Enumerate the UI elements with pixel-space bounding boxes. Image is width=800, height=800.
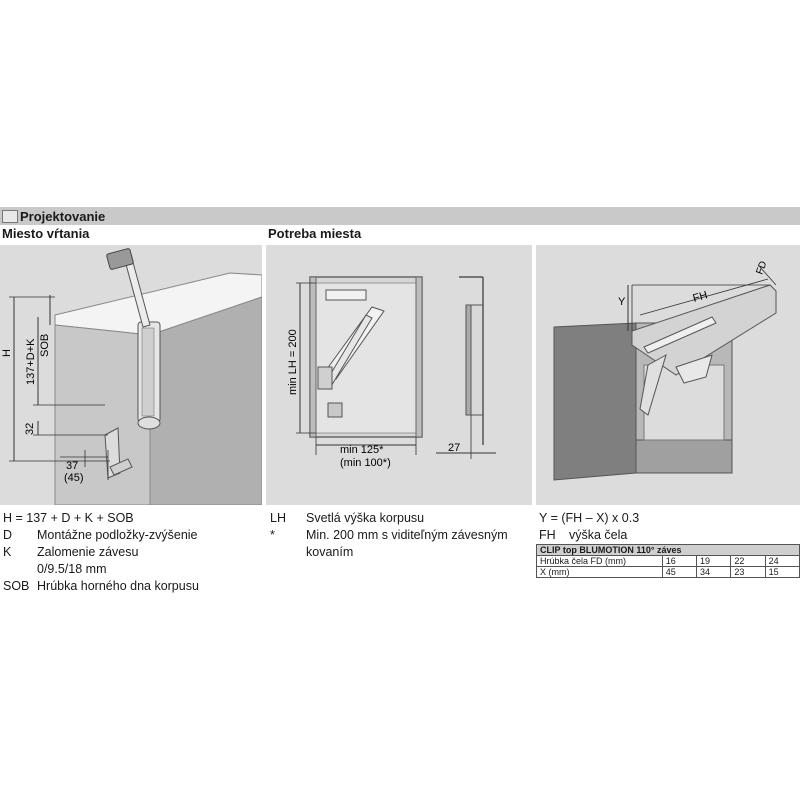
section-title-bar: Projektovanie [0,207,800,225]
formula-y: Y = (FH – X) x 0.3 [539,511,640,525]
legend-text: Min. 200 mm s viditeľným závesným [306,528,508,542]
legend-text: Svetlá výška korpusu [306,511,425,525]
legend-text: Montážne podložky-zvýšenie [37,528,198,542]
fh-text: výška čela [569,528,628,542]
legend-key: LH [270,511,286,525]
legend-item: D Montážne podložky-zvýšenie [3,527,263,544]
legend-item: K Zalomenie závesu [3,544,263,561]
table-cell: 23 [730,566,766,578]
legend-item: kovaním [270,544,530,561]
legend-item: LH Svetlá výška korpusu [270,510,530,527]
legend-item: * Min. 200 mm s viditeľným závesným [270,527,530,544]
legend-key: K [3,545,12,559]
legend-text: 0/9.5/18 mm [37,562,107,576]
table-cell: 22 [730,555,766,567]
fh-key: FH [539,528,556,542]
dim-min-lh-label: min LH = 200 [287,329,299,395]
dim-min125-label: min 125* [340,444,384,456]
left-panel-title: Miesto vŕtania [2,226,90,241]
dim-y-label: Y [618,296,626,308]
table-cell: 24 [764,555,800,567]
dim-min100-label: (min 100*) [340,457,391,469]
drilling-diagram: H 137+D+K SOB 32 37 (45) [1,248,262,505]
dim-fh-label: FH [692,289,709,305]
spec-table-title: CLIP top BLUMOTION 110° záves [536,544,800,556]
legend-middle: LH Svetlá výška korpusu * Min. 200 mm s vid… [270,510,530,561]
middle-panel-title: Potreba miesta [268,226,362,241]
table-cell: 19 [696,555,732,567]
dim-sob-label: SOB [39,334,51,357]
table-cell: 15 [764,566,800,578]
dim-fd-label: FD [754,260,769,276]
right-diagram-panel: Y FH FD [536,245,800,505]
legend-item: 0/9.5/18 mm [3,561,263,578]
legend-text: kovaním [306,545,354,559]
legend-key: SOB [3,579,30,593]
dim-h-label: H [1,349,13,357]
formula-h: H = 137 + D + K + SOB [3,511,134,525]
legend-left: H = 137 + D + K + SOB D Montážne podložky… [3,510,263,595]
legend-key: D [3,528,13,542]
legend-key: * [270,528,275,542]
dim-137dk-label: 137+D+K [25,338,37,385]
legend-item: SOB Hrúbka horného dna korpusu [3,578,263,595]
spec-table-container: CLIP top BLUMOTION 110° záves Hrúbka čel… [536,544,800,578]
document-icon [2,210,18,223]
legend-right: Y = (FH – X) x 0.3 FH výška čela [539,510,799,544]
table-cell: 16 [661,555,698,567]
section-title: Projektovanie [20,209,106,224]
flap-open-diagram: Y FH FD [553,260,777,481]
dim-32-label: 32 [24,423,36,435]
dim-45-label: (45) [64,472,84,484]
space-requirement-diagram: min LH = 200 min 125* (min 100*) 27 [287,276,496,469]
legend-text: Zalomenie závesu [37,545,139,559]
dim-37-label: 37 [66,460,78,472]
table-row-label: X (mm) [536,566,663,578]
dim-27-label: 27 [448,442,460,454]
table-cell: 45 [661,566,698,578]
left-diagram-panel: H 137+D+K SOB 32 37 (45) [0,245,262,505]
table-row-label: Hrúbka čela FD (mm) [536,555,663,567]
table-cell: 34 [696,566,732,578]
middle-diagram-panel: min LH = 200 min 125* (min 100*) 27 [266,245,532,505]
spec-table: CLIP top BLUMOTION 110° záves Hrúbka čel… [536,544,800,578]
legend-text: Hrúbka horného dna korpusu [37,579,199,593]
